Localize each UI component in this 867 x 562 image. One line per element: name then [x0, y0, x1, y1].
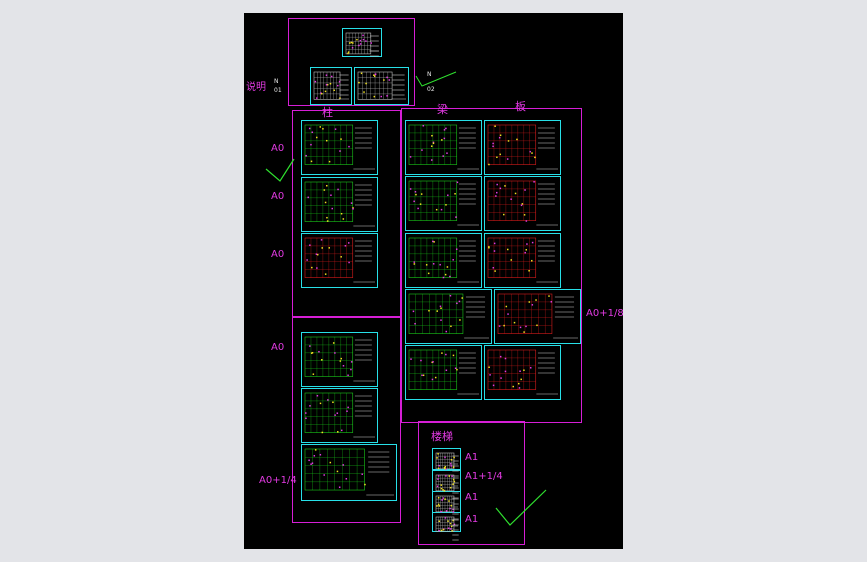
sheet-slab-2[interactable] [484, 176, 561, 231]
check-marks [265, 71, 547, 526]
sheet-cover[interactable] [342, 28, 382, 57]
label-slab: 板 [515, 100, 526, 113]
sheet-beam-5[interactable] [405, 345, 482, 400]
label-a1-quarter: A1+1/4 [465, 471, 503, 482]
label-stair: 楼梯 [431, 430, 453, 443]
label-code-top: 01 [274, 87, 282, 94]
group-columns [292, 110, 401, 318]
sheet-column-4[interactable] [301, 332, 378, 387]
group-beams-slabs [401, 108, 582, 423]
label-a1-2: A1 [465, 492, 479, 503]
label-a1-1: A1 [465, 452, 479, 463]
label-a0-3: A0 [271, 249, 285, 260]
label-a0-2: A0 [271, 191, 285, 202]
sheet-column-3[interactable] [301, 233, 378, 288]
drawing-canvas[interactable]: 说明 柱 梁 板 楼梯 A0 A0 A0 A0 A0+1/4 A0+1/8 A1… [244, 13, 624, 549]
group-stairs [418, 421, 525, 545]
group-notes [288, 18, 415, 106]
label-description: 说明 [246, 82, 266, 93]
group-columns-lower [292, 316, 401, 523]
check-mark-icon [265, 158, 295, 182]
sheet-beam-3[interactable] [405, 233, 482, 288]
sheet-beam-4[interactable] [405, 289, 492, 344]
label-north-top: N [274, 78, 279, 85]
sheet-column-6[interactable] [301, 444, 397, 501]
sheet-slab-5[interactable] [484, 345, 561, 400]
label-a1-3: A1 [465, 514, 479, 525]
label-a0-eighth: A0+1/8 [586, 308, 624, 319]
sheet-beam-2[interactable] [405, 176, 482, 231]
label-north-right: N [427, 71, 432, 78]
label-column: 柱 [322, 106, 333, 119]
label-a0-1: A0 [271, 143, 285, 154]
check-mark-icon [415, 71, 457, 87]
check-mark-icon [495, 489, 547, 526]
drawing-linework [304, 32, 578, 541]
label-a0-quarter: A0+1/4 [259, 475, 297, 486]
label-code-right: 02 [427, 86, 435, 93]
sheet-column-2[interactable] [301, 177, 378, 232]
sheet-slab-4[interactable] [494, 289, 581, 344]
sheet-slab-1[interactable] [484, 120, 561, 175]
label-beam: 梁 [437, 103, 448, 116]
sheet-notes-2[interactable] [354, 67, 409, 105]
label-a0-4: A0 [271, 342, 285, 353]
sheet-slab-3[interactable] [484, 233, 561, 288]
sheet-column-5[interactable] [301, 388, 378, 443]
sheet-notes-1[interactable] [310, 67, 352, 105]
sheet-column-1[interactable] [301, 120, 378, 175]
sheet-beam-1[interactable] [405, 120, 482, 175]
